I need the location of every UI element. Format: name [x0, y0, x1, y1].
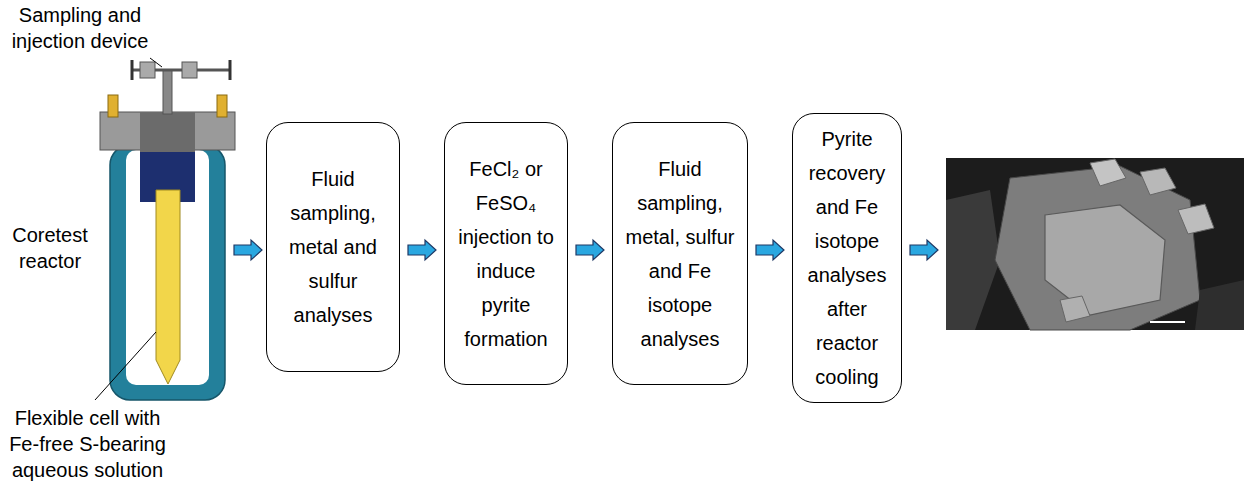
process-box: FeCl₂ or FeSO₄ injection to induce pyrit… — [444, 122, 568, 385]
reactor-cavity — [126, 150, 209, 385]
box-text: FeCl₂ or FeSO₄ injection to induce pyrit… — [451, 152, 561, 356]
flow-arrow — [408, 240, 436, 260]
pyrite-crystal — [995, 166, 1200, 330]
reactor-illustration — [95, 58, 235, 400]
small-crystal — [1178, 204, 1214, 234]
micrograph-ground — [946, 158, 1244, 330]
leader-line — [95, 332, 156, 400]
box-text: Fluid sampling, metal and sulfur analyse… — [273, 162, 393, 332]
sem-micrograph — [946, 158, 1244, 330]
process-box: Fluid sampling, metal, sulfur and Fe iso… — [612, 122, 748, 385]
process-box: Fluid sampling, metal and sulfur analyse… — [266, 122, 400, 372]
reactor-cap-center — [140, 112, 195, 152]
flexible-cell — [156, 190, 180, 384]
flow-arrow — [910, 240, 938, 260]
process-box: Pyrite recovery and Fe isotope analyses … — [792, 113, 902, 403]
bolt — [108, 95, 118, 117]
valve — [182, 62, 197, 78]
small-crystal — [1140, 168, 1176, 195]
small-crystal — [1090, 159, 1126, 186]
annotation-label: Coretest reactor — [0, 222, 100, 274]
small-crystal — [1060, 296, 1090, 322]
crystal — [1195, 280, 1244, 330]
valve-handle — [229, 60, 232, 80]
sampling-stem — [163, 70, 172, 114]
scale-bar — [1150, 321, 1185, 323]
box-text: Fluid sampling, metal, sulfur and Fe iso… — [619, 152, 741, 356]
valve — [140, 62, 155, 78]
flow-arrow — [234, 240, 262, 260]
annotation-label: Flexible cell with Fe-free S-bearing aqu… — [0, 405, 175, 483]
bolt — [217, 95, 227, 117]
flow-arrow — [576, 240, 604, 260]
flow-arrow — [756, 240, 784, 260]
valve-handle — [131, 60, 134, 80]
annotation-label: Sampling and injection device — [0, 2, 160, 54]
crystal-face — [1045, 205, 1165, 315]
reactor-vessel — [110, 145, 225, 400]
leader-line — [150, 58, 162, 67]
crystal — [946, 190, 1000, 330]
box-text: Pyrite recovery and Fe isotope analyses … — [799, 122, 895, 394]
